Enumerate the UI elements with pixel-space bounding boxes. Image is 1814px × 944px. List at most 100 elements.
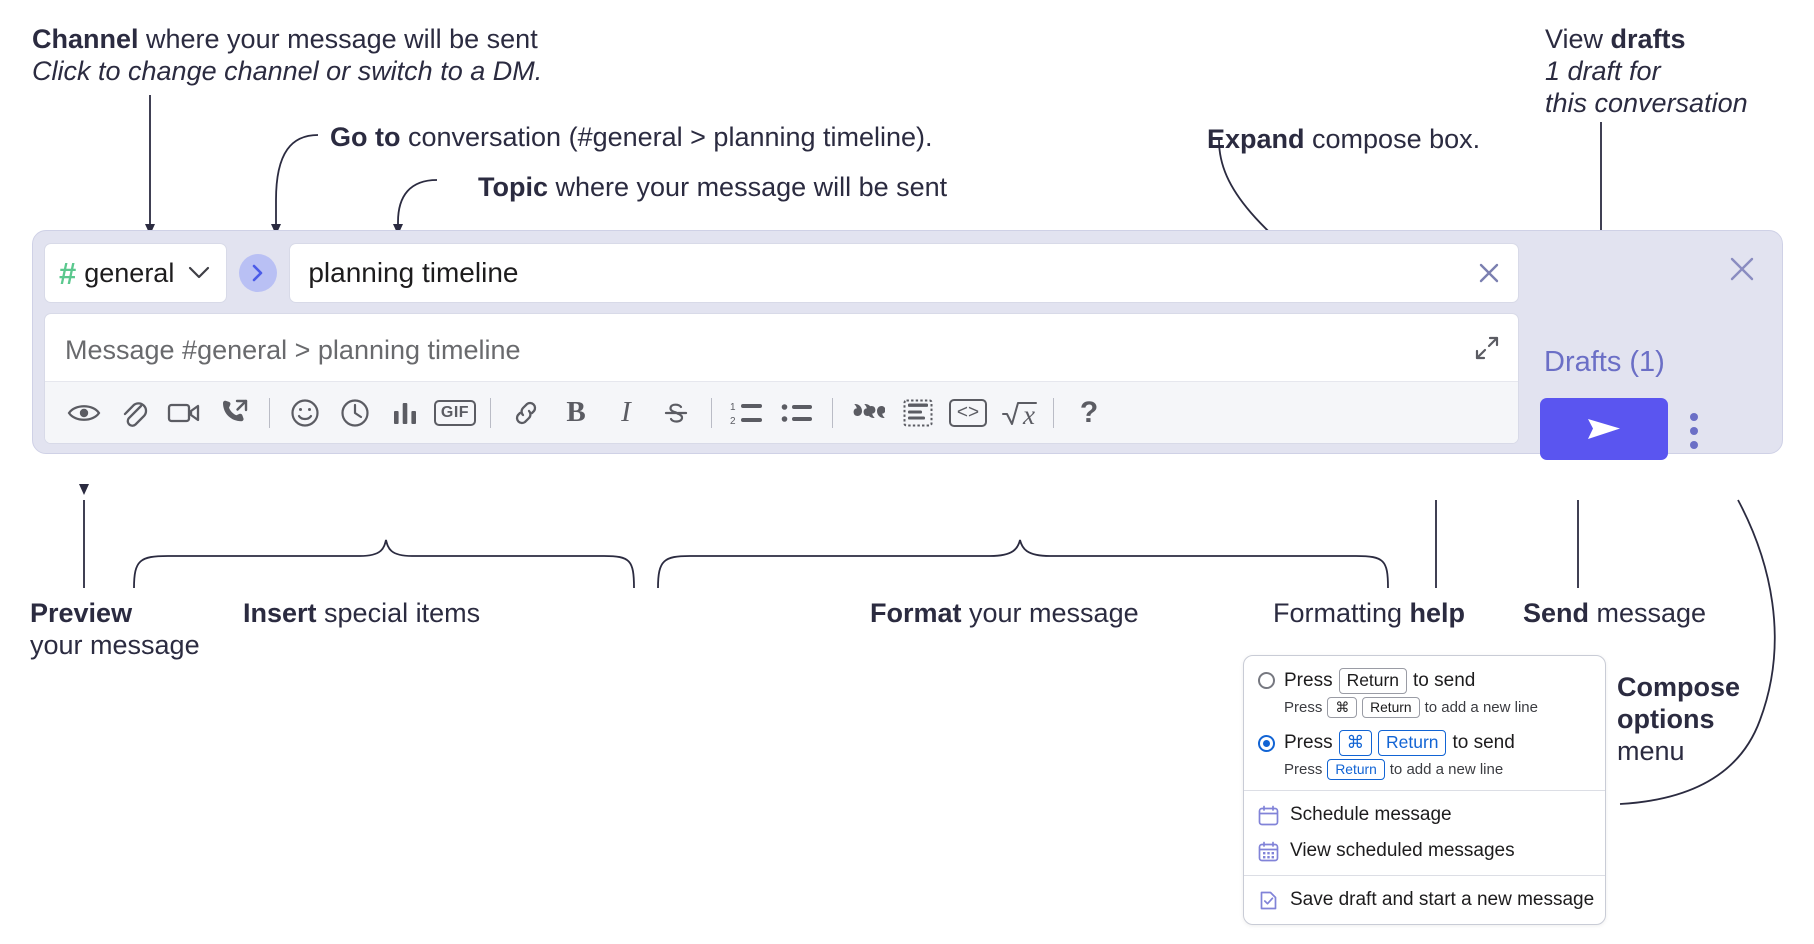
gif-label: GIF xyxy=(433,399,477,426)
toolbar-separator xyxy=(711,397,712,428)
send-option-cmd-return-text: Press ⌘ Return to send xyxy=(1284,730,1515,756)
menu-item-label: View scheduled messages xyxy=(1290,840,1515,862)
annotation-compose-rest: menu xyxy=(1617,735,1685,766)
return-key: Return xyxy=(1338,668,1408,694)
calendar-grid-icon xyxy=(1258,841,1279,862)
send-option-return-hint: Press ⌘ Return to add a new line xyxy=(1284,696,1591,719)
inline-code-icon[interactable]: <> xyxy=(943,390,993,436)
help-icon[interactable]: ? xyxy=(1064,390,1114,436)
return-key: Return xyxy=(1378,730,1447,756)
audio-clip-icon[interactable] xyxy=(209,390,259,436)
channel-name: general xyxy=(84,257,175,288)
annotation-format-bold: Format xyxy=(870,598,962,628)
annotation-send-bold: Send xyxy=(1523,598,1590,628)
video-clip-icon[interactable] xyxy=(159,390,209,436)
compose-main-column: # general planning timeline M xyxy=(44,242,1519,444)
newline-label: to add a new line xyxy=(1424,698,1538,716)
go-to-conversation-button[interactable] xyxy=(239,254,278,292)
radio-button-selected[interactable] xyxy=(1258,734,1275,752)
menu-item-label: Schedule message xyxy=(1290,804,1452,826)
ordered-list-icon[interactable]: 1 2 xyxy=(722,390,772,436)
annotation-send-rest: message xyxy=(1589,598,1707,628)
annotation-goto: Go to conversation (#general > planning … xyxy=(330,122,933,154)
annotation-drafts-italic1: 1 draft for xyxy=(1545,55,1661,86)
blockquote-icon[interactable] xyxy=(843,390,893,436)
svg-text:2: 2 xyxy=(730,416,736,426)
message-placeholder: Message #general > planning timeline xyxy=(65,335,521,365)
schedule-group: Schedule message View schedul xyxy=(1244,791,1605,875)
emoji-icon[interactable] xyxy=(280,390,330,436)
annotation-preview: Preview your message xyxy=(30,598,200,662)
gif-icon[interactable]: GIF xyxy=(430,390,480,436)
annotation-topic-bold: Topic xyxy=(478,172,548,202)
poll-icon[interactable] xyxy=(380,390,430,436)
menu-divider xyxy=(1244,875,1605,877)
to-send-label: to send xyxy=(1413,669,1476,691)
menu-item-save-draft[interactable]: Save draft and start a new message xyxy=(1244,882,1605,918)
annotation-help-bold: help xyxy=(1409,598,1466,628)
expand-icon[interactable] xyxy=(1472,333,1502,368)
annotation-help-rest: Formatting xyxy=(1273,598,1410,628)
send-option-cmd-return-hint: Press Return to add a new line xyxy=(1284,758,1591,781)
annotation-drafts: View drafts 1 draft for this conversatio… xyxy=(1545,24,1748,120)
to-send-label: to send xyxy=(1452,732,1515,753)
calendar-icon xyxy=(1258,805,1279,826)
topic-value: planning timeline xyxy=(308,257,519,288)
annotation-topic-rest: where your message will be sent xyxy=(548,172,948,202)
annotation-compose-bold1: Compose xyxy=(1617,672,1741,702)
formatting-toolbar: GIF B xyxy=(45,381,1518,443)
cmd-key: ⌘ xyxy=(1327,696,1358,719)
menu-item-view-scheduled-messages[interactable]: View scheduled messages xyxy=(1244,833,1605,869)
clock-icon[interactable] xyxy=(330,390,380,436)
annotation-insert-bold: Insert xyxy=(243,598,317,628)
annotation-goto-bold: Go to xyxy=(330,122,401,152)
latex-x-label: x xyxy=(1023,399,1035,430)
return-key: Return xyxy=(1327,758,1385,781)
close-compose-icon[interactable] xyxy=(1726,253,1758,290)
newline-label: to add a new line xyxy=(1389,761,1504,779)
send-button[interactable] xyxy=(1540,398,1668,460)
toolbar-separator xyxy=(269,397,270,428)
press-label: Press xyxy=(1284,761,1323,779)
menu-item-label: Save draft and start a new message xyxy=(1290,889,1595,911)
close-icon[interactable] xyxy=(1474,258,1504,288)
send-shortcut-options: Press Return to send Press ⌘ Return to a… xyxy=(1244,656,1605,790)
strikethrough-icon[interactable] xyxy=(651,390,701,436)
compose-options-menu: Press Return to send Press ⌘ Return to a… xyxy=(1243,655,1606,926)
kebab-dot xyxy=(1690,441,1698,449)
annotation-channel: Channel where your message will be sent … xyxy=(32,24,542,88)
annotation-drafts-rest: View xyxy=(1545,24,1611,54)
bold-label: B xyxy=(566,396,586,428)
annotation-channel-bold: Channel xyxy=(32,24,139,54)
send-option-return[interactable]: Press Return to send xyxy=(1258,668,1591,694)
link-icon[interactable] xyxy=(501,390,551,436)
return-key: Return xyxy=(1362,696,1420,719)
annotation-format-rest: your message xyxy=(961,598,1139,628)
toolbar-separator xyxy=(490,397,491,428)
code-block-icon[interactable] xyxy=(893,390,943,436)
annotation-topic: Topic where your message will be sent xyxy=(478,172,947,204)
bulleted-list-icon[interactable] xyxy=(772,390,822,436)
topic-field[interactable]: planning timeline xyxy=(289,243,1519,303)
send-option-cmd-return[interactable]: Press ⌘ Return to send xyxy=(1258,730,1591,756)
channel-picker[interactable]: # general xyxy=(44,243,228,303)
drafts-link[interactable]: Drafts (1) xyxy=(1544,346,1665,378)
annotation-goto-rest: conversation (#general > planning timeli… xyxy=(400,122,933,152)
bold-icon[interactable]: B xyxy=(551,390,601,436)
radio-button[interactable] xyxy=(1258,672,1275,690)
inline-code-label: <> xyxy=(948,398,988,427)
italic-icon[interactable]: I xyxy=(601,390,651,436)
annotation-compose-options: Compose options menu xyxy=(1617,672,1740,768)
kebab-dot xyxy=(1690,413,1698,421)
preview-icon[interactable] xyxy=(59,390,109,436)
compose-options-button[interactable] xyxy=(1690,413,1698,449)
menu-item-schedule-message[interactable]: Schedule message xyxy=(1244,797,1605,833)
attachment-icon[interactable] xyxy=(109,390,159,436)
message-input-box[interactable]: Message #general > planning timeline xyxy=(44,313,1519,444)
annotation-expand-bold: Expand xyxy=(1207,124,1305,154)
cmd-key: ⌘ xyxy=(1338,730,1373,756)
annotation-expand-rest: compose box. xyxy=(1304,124,1481,154)
annotation-drafts-bold: drafts xyxy=(1610,24,1686,54)
latex-icon[interactable]: x xyxy=(993,390,1043,436)
